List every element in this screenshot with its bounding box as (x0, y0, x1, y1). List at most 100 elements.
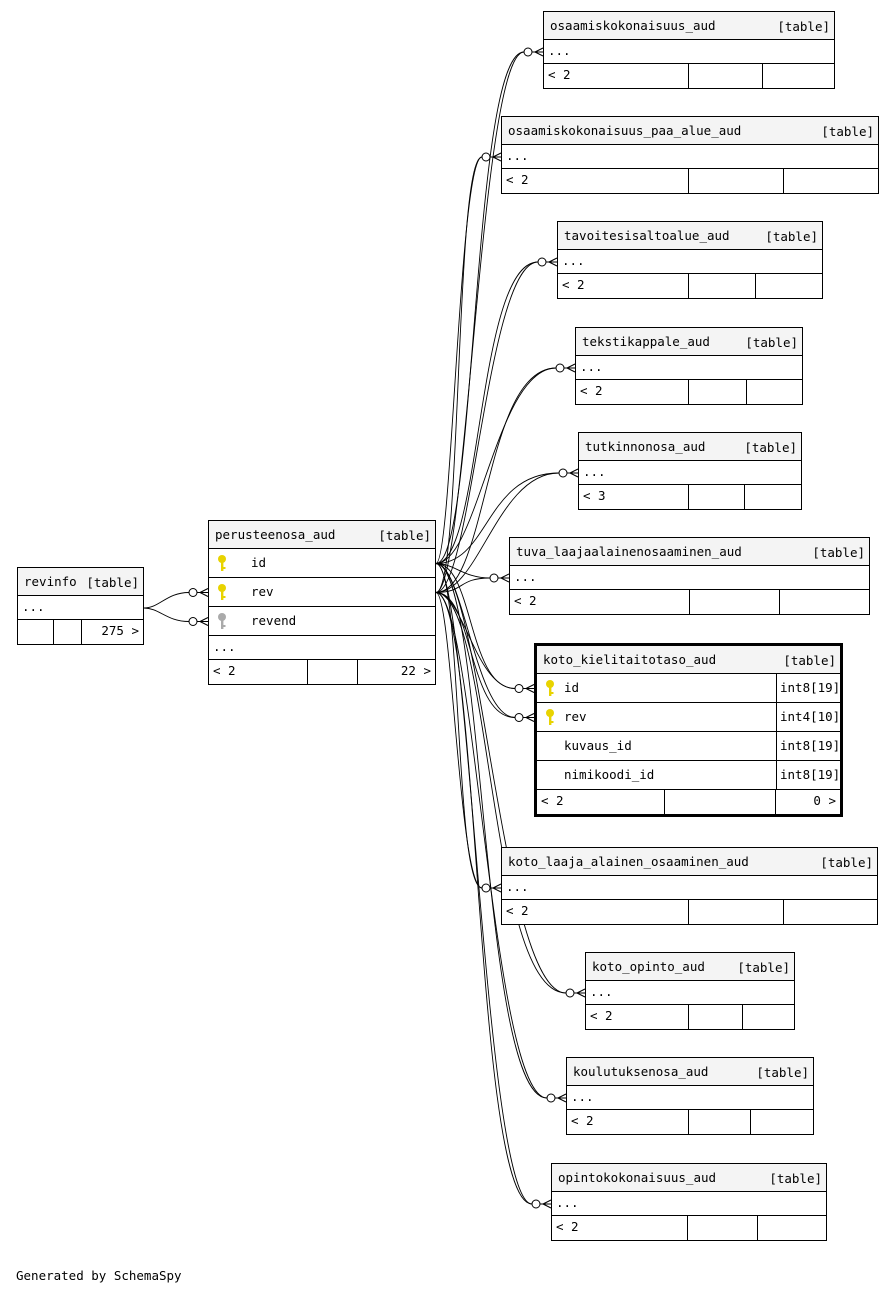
more-columns-ellipsis[interactable]: ... (544, 40, 834, 64)
more-columns-ellipsis[interactable]: ... (579, 461, 801, 485)
zero-or-many-marker (514, 713, 535, 722)
parents-count[interactable]: < 2 (502, 169, 689, 193)
table-osaamiskokonaisuus-aud[interactable]: osaamiskokonaisuus_aud[table]...< 2 (543, 11, 835, 89)
rows-count (308, 660, 358, 684)
children-count[interactable] (780, 590, 869, 614)
more-columns-ellipsis[interactable]: ... (576, 356, 802, 380)
parents-count[interactable]: < 2 (502, 900, 689, 924)
children-count[interactable]: 22 > (400, 663, 431, 678)
table-header: osaamiskokonaisuus_aud[table] (544, 12, 834, 40)
column-name: id (564, 680, 580, 695)
children-count[interactable] (743, 1005, 794, 1029)
table-name[interactable]: tekstikappale_aud (582, 334, 710, 349)
column-row[interactable]: id (209, 549, 435, 578)
generated-by-note: Generated by SchemaSpy (16, 1268, 182, 1283)
more-columns-ellipsis[interactable]: ... (552, 1192, 826, 1216)
children-count[interactable] (756, 274, 822, 298)
table-header: osaamiskokonaisuus_paa_alue_aud[table] (502, 117, 878, 145)
parents-count[interactable]: < 2 (567, 1110, 689, 1134)
relationship-line (435, 563, 516, 718)
relationship-line (435, 592, 567, 994)
more-columns-ellipsis[interactable]: ... (510, 566, 869, 590)
children-count[interactable] (745, 485, 801, 509)
column-row[interactable]: kuvaus_id int8[19] (537, 732, 840, 761)
table-name[interactable]: koulutuksenosa_aud (573, 1064, 709, 1079)
table-name[interactable]: koto_opinto_aud (592, 959, 705, 974)
children-count[interactable] (751, 1110, 813, 1134)
relationship-line (435, 563, 533, 1205)
children-count[interactable] (784, 900, 877, 924)
table-name[interactable]: perusteenosa_aud (215, 527, 336, 542)
table-opintokokonaisuus-aud[interactable]: opintokokonaisuus_aud[table]...< 2 (551, 1163, 827, 1241)
children-count[interactable] (758, 1216, 826, 1240)
rows-count (665, 790, 776, 814)
table-footer: < 2 (502, 900, 877, 924)
column-name: rev (251, 584, 274, 599)
table-footer: < 3 (579, 485, 801, 509)
table-koulutuksenosa-aud[interactable]: koulutuksenosa_aud [table]...< 2 (566, 1057, 814, 1135)
parents-count[interactable]: < 2 (537, 790, 665, 814)
table-tekstikappale-aud[interactable]: tekstikappale_aud[table]...< 2 (575, 327, 803, 405)
table-tutkinnonosa-aud[interactable]: tutkinnonosa_aud[table]...< 3 (578, 432, 802, 510)
table-footer: < 2 (586, 1005, 794, 1029)
relationship-line (435, 51, 525, 564)
more-columns-ellipsis[interactable]: ... (502, 876, 877, 900)
parents-count[interactable] (18, 620, 54, 644)
rows-count (689, 380, 747, 404)
parents-count[interactable]: < 2 (552, 1216, 688, 1240)
relationship-line (435, 563, 567, 994)
column-row[interactable]: rev (209, 578, 435, 607)
more-columns-ellipsis[interactable]: ... (502, 145, 878, 169)
table-name[interactable]: opintokokonaisuus_aud (558, 1170, 717, 1185)
table-koto-laaja-alainen-osaaminen-aud[interactable]: koto_laaja_alainen_osaaminen_aud[table].… (501, 847, 878, 925)
column-row[interactable]: revend (209, 607, 435, 636)
table-tuva-laajaalainenosaaminen-aud[interactable]: tuva_laajaalainenosaaminen_aud[table]...… (509, 537, 870, 615)
more-columns-ellipsis[interactable]: ... (18, 596, 143, 620)
table-name[interactable]: revinfo (24, 574, 77, 589)
table-type: [table] (756, 1065, 809, 1080)
parents-count[interactable]: < 2 (544, 64, 689, 88)
children-count[interactable] (763, 64, 834, 88)
rows-count (689, 1005, 743, 1029)
table-name[interactable]: koto_laaja_alainen_osaaminen_aud (508, 854, 749, 869)
parents-count[interactable]: < 2 (576, 380, 689, 404)
table-osaamiskokonaisuus-paa-alue-aud[interactable]: osaamiskokonaisuus_paa_alue_aud[table]..… (501, 116, 879, 194)
more-columns-ellipsis[interactable]: ... (567, 1086, 813, 1110)
zero-or-many-marker (537, 257, 558, 267)
column-name: kuvaus_id (564, 738, 632, 753)
parents-count[interactable]: < 2 (586, 1005, 689, 1029)
table-revinfo[interactable]: revinfo[table]...275 > (17, 567, 144, 645)
primary-key-icon (545, 679, 555, 697)
implied-key-icon (217, 612, 227, 630)
table-tavoitesisaltoalue-aud[interactable]: tavoitesisaltoalue_aud[table]...< 2 (557, 221, 823, 299)
table-name[interactable]: tutkinnonosa_aud (585, 439, 706, 454)
table-type: [table] (737, 960, 790, 975)
more-columns-ellipsis[interactable]: ... (558, 250, 822, 274)
table-name[interactable]: tuva_laajaalainenosaaminen_aud (516, 544, 742, 559)
table-name[interactable]: koto_kielitaitotaso_aud (543, 652, 717, 667)
column-type: int8[19] (776, 732, 840, 760)
more-columns-ellipsis[interactable]: ... (586, 981, 794, 1005)
table-header: tekstikappale_aud[table] (576, 328, 802, 356)
more-columns-ellipsis[interactable]: ... (209, 636, 435, 660)
table-name[interactable]: tavoitesisaltoalue_aud (564, 228, 730, 243)
parents-count[interactable]: < 2 (510, 590, 690, 614)
table-name[interactable]: osaamiskokonaisuus_paa_alue_aud (508, 123, 742, 138)
parents-count[interactable]: < 2 (558, 274, 689, 298)
children-count[interactable]: 275 > (101, 623, 139, 638)
parents-count[interactable]: < 3 (579, 485, 689, 509)
children-count[interactable]: 0 > (813, 793, 836, 808)
relationship-line (435, 577, 491, 593)
table-koto-opinto-aud[interactable]: koto_opinto_aud [table]...< 2 (585, 952, 795, 1030)
table-name[interactable]: osaamiskokonaisuus_aud (550, 18, 716, 33)
relationship-line (143, 592, 190, 609)
parents-count[interactable]: < 2 (209, 660, 308, 684)
children-count[interactable] (784, 169, 878, 193)
children-count[interactable] (747, 380, 802, 404)
column-name: nimikoodi_id (564, 767, 655, 782)
